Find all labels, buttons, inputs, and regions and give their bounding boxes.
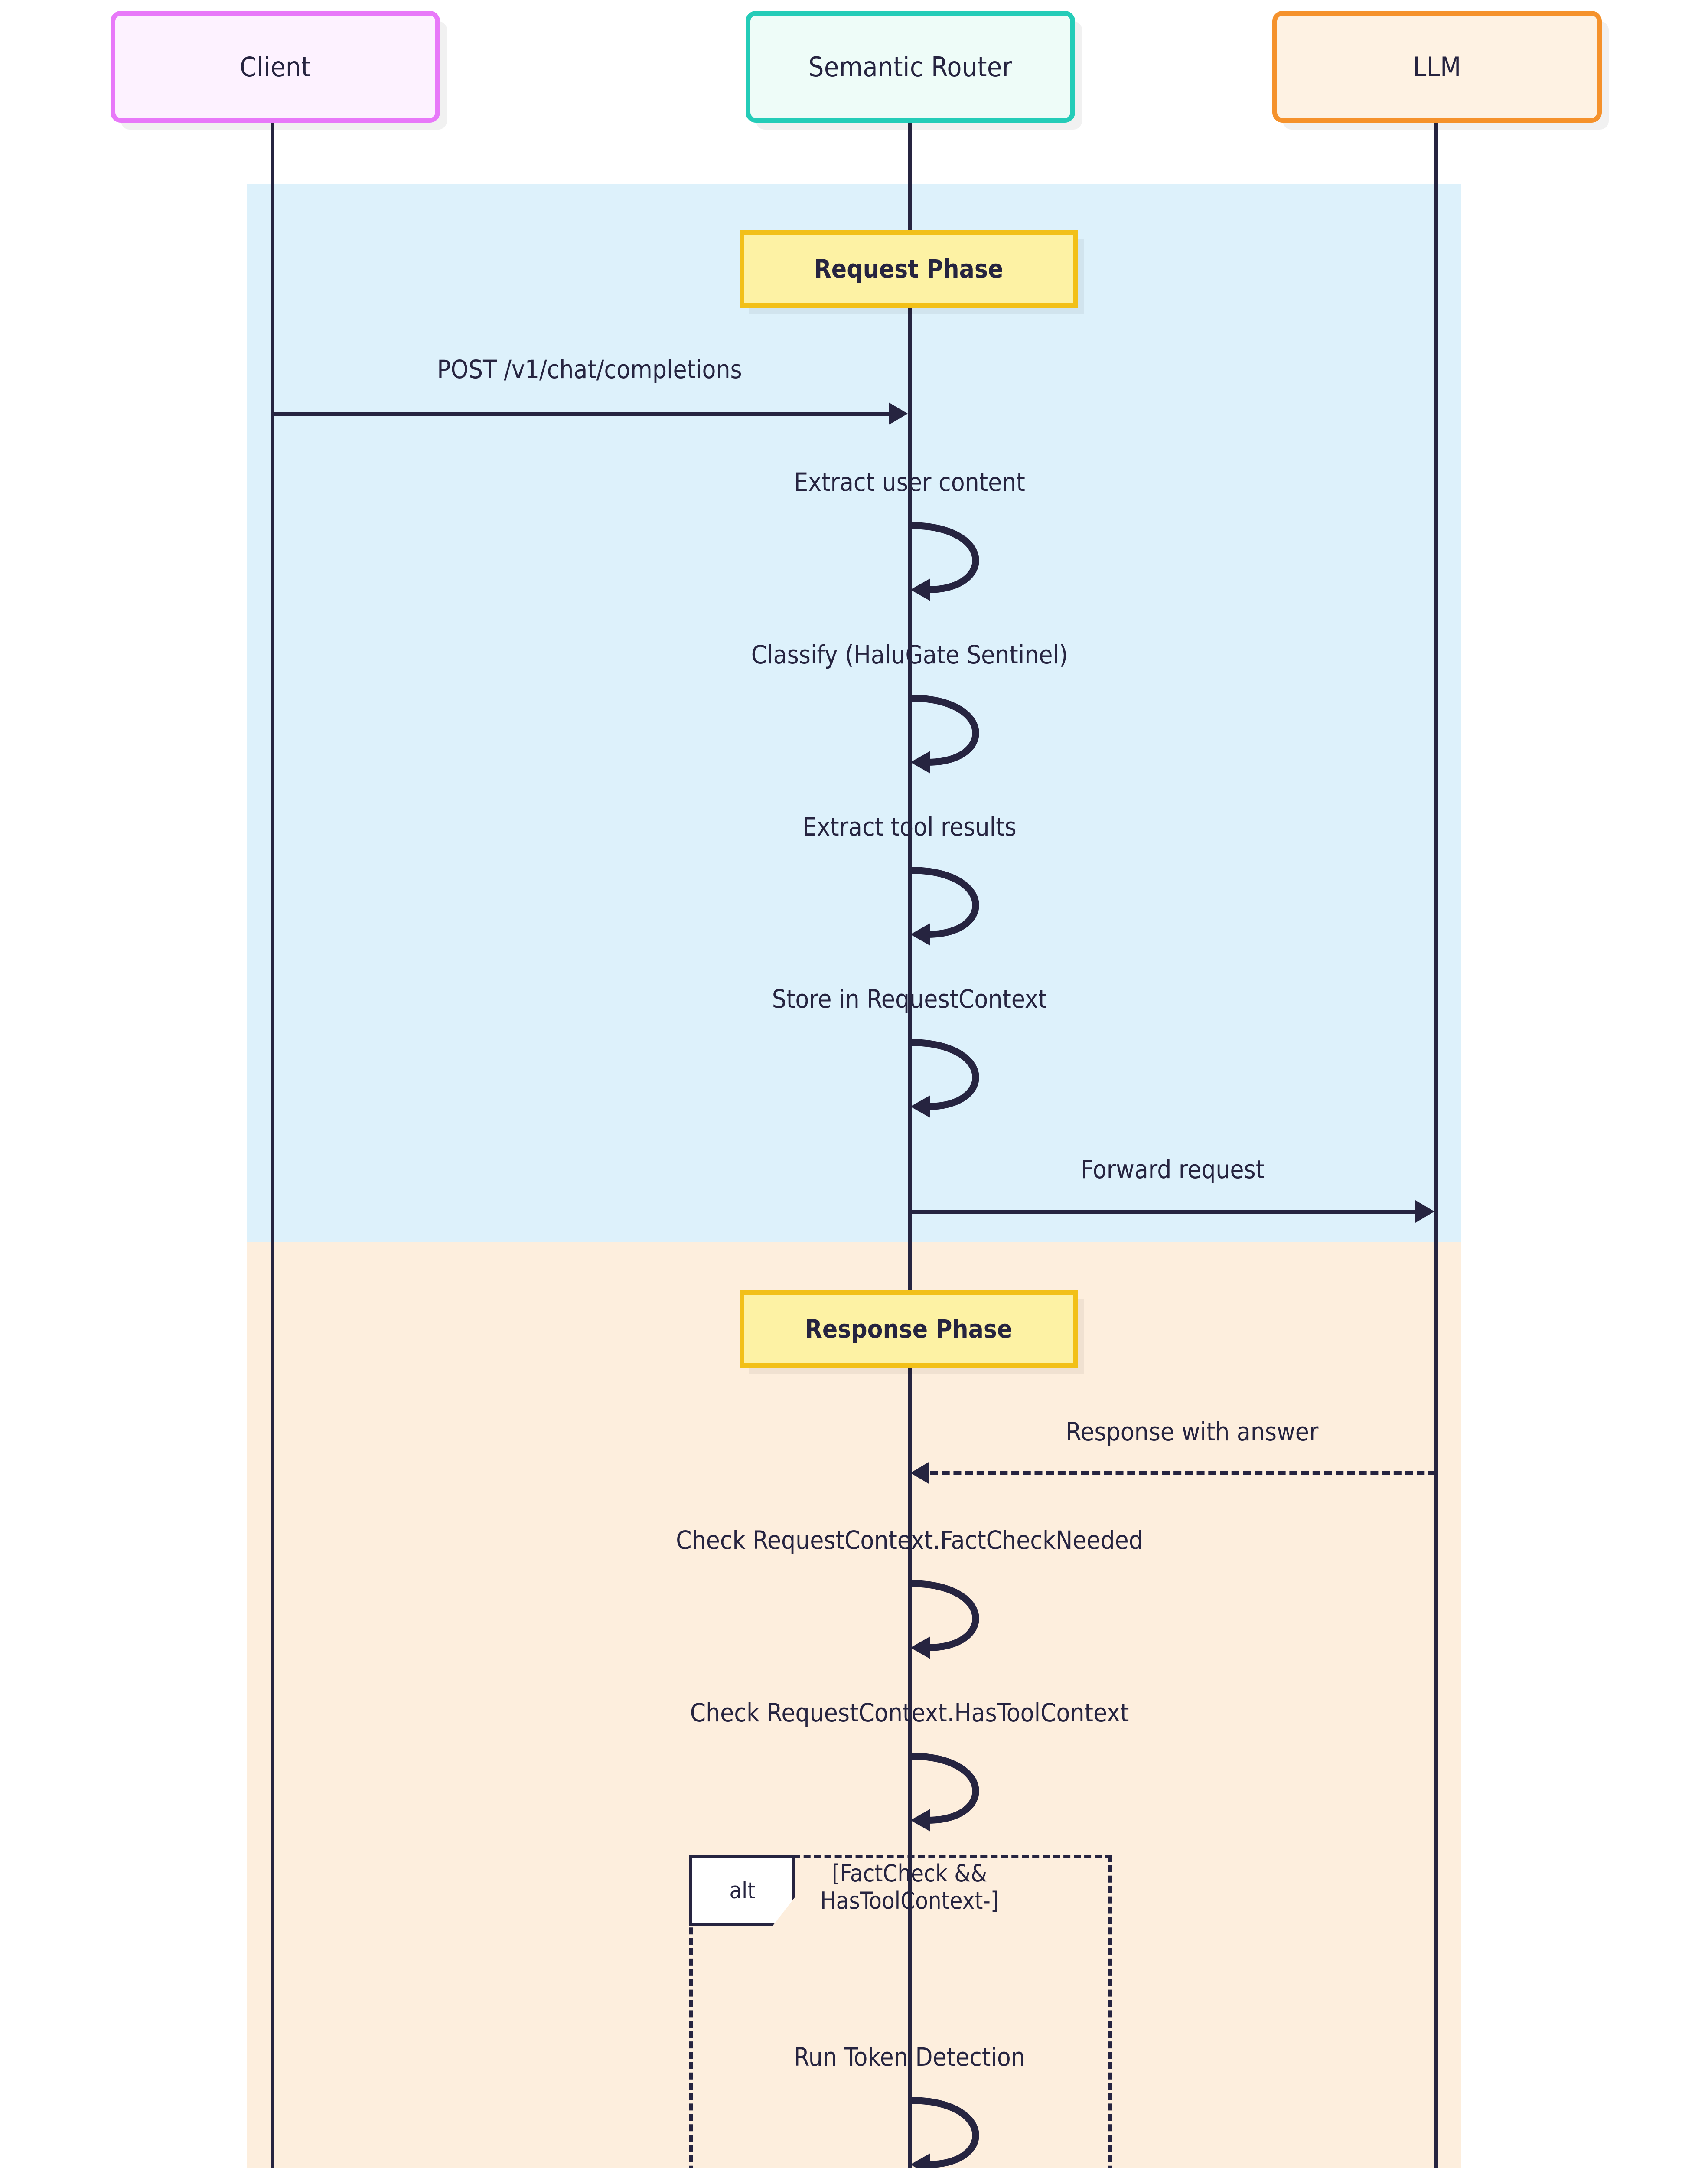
message-label-m10: Run Token Detection	[794, 2042, 1025, 2072]
self-loop-m2	[908, 520, 1033, 604]
arrowhead-m6	[1415, 1200, 1434, 1223]
message-label-m3: Classify (HaluGate Sentinel)	[751, 640, 1068, 669]
note-request-phase: Request Phase	[740, 230, 1078, 308]
arrowhead-m7	[910, 1462, 929, 1484]
participant-label: LLM	[1413, 51, 1461, 83]
message-arrow-m1	[272, 412, 890, 416]
message-label-m6: Forward request	[1080, 1155, 1265, 1184]
message-label-m1: POST /v1/chat/completions	[437, 355, 742, 384]
message-arrow-m7	[930, 1471, 1436, 1475]
message-arrow-m6	[909, 1210, 1417, 1214]
self-loop-m5	[908, 1037, 1033, 1121]
alt-keyword-text: alt	[729, 1877, 756, 1904]
alt-keyword-label: alt	[689, 1855, 795, 1926]
message-label-m4: Extract tool results	[802, 812, 1017, 842]
lifeline-llm	[1434, 123, 1438, 2168]
self-loop-m9	[908, 1751, 1033, 1835]
lifeline-router	[908, 123, 912, 2168]
note-response-phase: Response Phase	[740, 1290, 1078, 1368]
note-label: Request Phase	[814, 254, 1004, 284]
participant-label: Client	[240, 51, 311, 83]
self-loop-m10	[908, 2095, 1033, 2168]
lifeline-client	[271, 123, 274, 2168]
participant-router-top[interactable]: Semantic Router	[746, 11, 1075, 123]
participant-llm-top[interactable]: LLM	[1272, 11, 1602, 123]
message-label-m9: Check RequestContext.HasToolContext	[690, 1698, 1129, 1727]
participant-label: Semantic Router	[808, 51, 1012, 83]
message-label-m7: Response with answer	[1066, 1417, 1319, 1446]
request-phase-band	[247, 184, 1461, 1242]
response-phase-band	[247, 1242, 1461, 2168]
self-loop-m4	[908, 865, 1033, 949]
message-label-m5: Store in RequestContext	[772, 984, 1047, 1014]
participant-client-top[interactable]: Client	[111, 11, 440, 123]
alt-branch-condition-1: [FactCheck && HasToolContext-]	[820, 1860, 999, 1914]
message-label-m2: Extract user content	[794, 467, 1025, 497]
note-label: Response Phase	[805, 1314, 1013, 1344]
self-loop-m3	[908, 693, 1033, 777]
arrowhead-m1	[889, 402, 908, 425]
self-loop-m8	[908, 1578, 1033, 1662]
message-label-m8: Check RequestContext.FactCheckNeeded	[676, 1525, 1143, 1555]
alt-block	[689, 1855, 1112, 2168]
